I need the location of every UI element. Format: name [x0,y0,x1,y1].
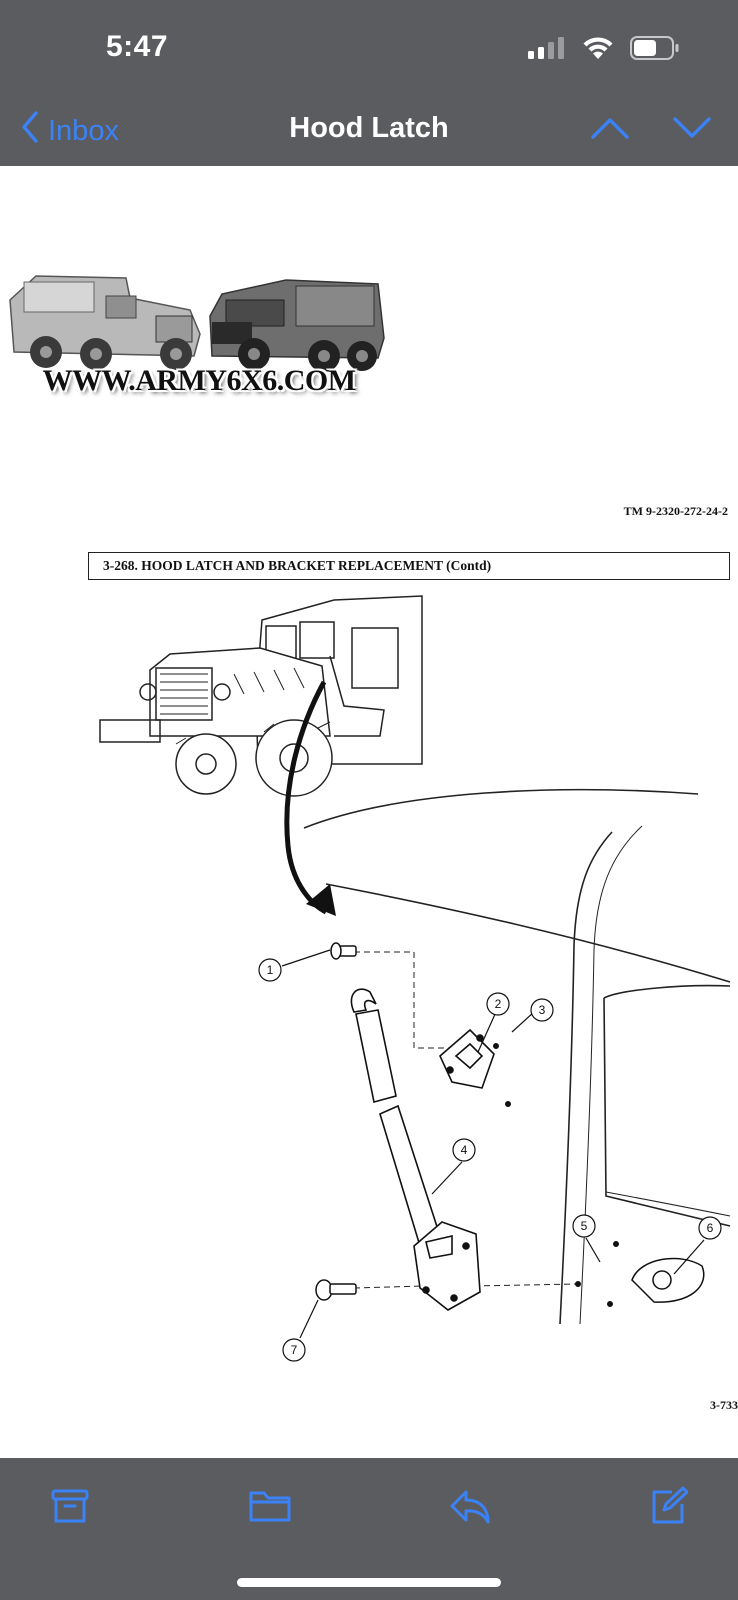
message-navigation [588,112,714,148]
back-to-inbox-button[interactable]: Inbox [20,110,119,152]
top-bar: 5:47 [0,0,738,166]
move-to-folder-button[interactable] [248,1486,292,1530]
part-screw-7 [315,1279,357,1301]
compose-button[interactable] [648,1486,692,1530]
chevron-up-icon [590,116,630,145]
section-title: 3-268. HOOD LATCH AND BRACKET REPLACEMEN… [103,558,492,573]
reply-icon [448,1490,492,1530]
callout-2: 2 [495,997,502,1011]
part-nut-6 [631,1257,705,1303]
reply-button[interactable] [448,1486,492,1530]
page-number: 3-733 [710,1398,738,1412]
nav-bar: Inbox Hood Latch [0,100,738,166]
callout-5: 5 [581,1219,588,1233]
callout-7: 7 [291,1343,298,1357]
callout-3: 3 [539,1003,546,1017]
next-message-button[interactable] [670,112,714,148]
archive-icon [50,1489,90,1530]
part-screw-1 [330,942,357,960]
logo-text: WWW.ARMY6X6.COM [42,364,356,397]
back-label: Inbox [48,114,119,147]
message-subject-title: Hood Latch [289,112,449,144]
status-bar: 5:47 [0,0,738,100]
callout-4: 4 [461,1143,468,1157]
status-time: 5:47 [106,30,169,63]
part-bracket-2 [439,1028,495,1089]
callout-1: 1 [267,963,274,977]
section-header-box: 3-268. HOOD LATCH AND BRACKET REPLACEMEN… [88,552,730,580]
bottom-toolbar [0,1458,738,1600]
chevron-left-icon [20,110,40,152]
compose-icon [648,1486,689,1530]
truck-illustration [99,595,423,797]
folder-icon [248,1491,292,1530]
battery-icon [630,36,680,65]
army6x6-logo[interactable]: WWW.ARMY6X6.COM [6,272,392,412]
cellular-signal-icon [528,37,566,64]
message-body[interactable]: WWW.ARMY6X6.COM TM 9-2320-272-24-2 3-268… [0,166,738,1458]
home-indicator[interactable] [237,1578,501,1587]
trucks-logo-image [9,275,385,372]
hood-latch-diagram: 1 2 3 4 5 6 7 [99,595,731,1362]
previous-message-button[interactable] [588,112,632,148]
chevron-down-icon [672,116,712,145]
archive-button[interactable] [50,1486,94,1530]
status-icons [528,36,680,65]
part-hood-latch-4 [350,988,481,1311]
wifi-icon [582,36,614,65]
technical-manual-number: TM 9-2320-272-24-2 [623,504,728,518]
callout-6: 6 [707,1221,714,1235]
